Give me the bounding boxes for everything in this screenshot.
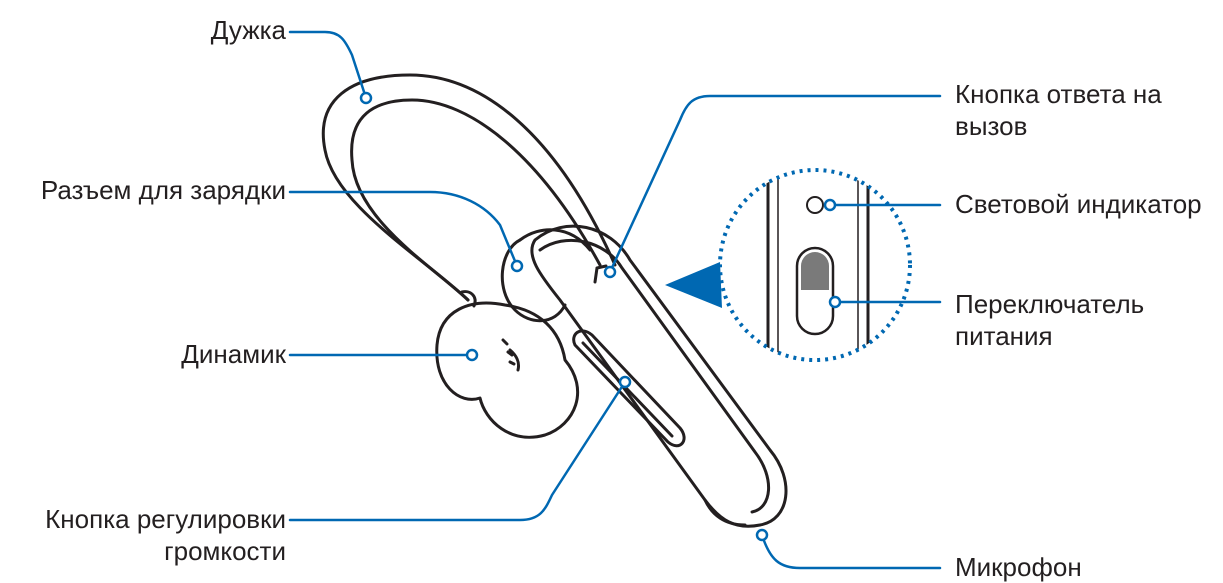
callout-dot-headband bbox=[359, 91, 373, 105]
callout-dot-answer bbox=[603, 265, 617, 279]
label-indicator-light: Световой индикатор bbox=[955, 189, 1202, 219]
callout-line-charging bbox=[288, 190, 519, 268]
label-power-switch-line1: Переключатель bbox=[955, 289, 1145, 319]
callout-dot-power bbox=[828, 295, 842, 309]
label-volume-button-line2: громкости bbox=[164, 536, 286, 566]
label-power-switch: Переключатель питания bbox=[955, 288, 1144, 352]
label-volume-button-line1: Кнопка регулировки bbox=[45, 504, 286, 534]
label-volume-button: Кнопка регулировки громкости bbox=[45, 503, 286, 567]
indicator-light-icon bbox=[806, 196, 824, 214]
callout-line-answer bbox=[608, 94, 942, 274]
ear-hook bbox=[321, 73, 617, 308]
callout-dot-volume bbox=[618, 375, 632, 389]
label-headband: Дужка bbox=[210, 15, 286, 45]
label-answer-button: Кнопка ответа на вызов bbox=[955, 78, 1162, 142]
callout-dot-speaker bbox=[465, 348, 479, 362]
label-answer-button-line2: вызов bbox=[955, 111, 1028, 141]
callout-line-microphone bbox=[760, 533, 942, 570]
volume-rocker bbox=[572, 329, 686, 448]
magnified-inset bbox=[718, 168, 912, 362]
label-answer-button-line1: Кнопка ответа на bbox=[955, 79, 1162, 109]
speaker-eargel bbox=[435, 301, 580, 439]
zoom-pointer bbox=[665, 262, 722, 308]
callout-line-headband bbox=[288, 30, 368, 100]
label-microphone: Микрофон bbox=[955, 552, 1082, 582]
callout-line-volume bbox=[288, 380, 627, 522]
answer-button-mark bbox=[593, 264, 608, 284]
callout-dot-microphone bbox=[755, 528, 769, 542]
label-speaker: Динамик bbox=[181, 339, 286, 369]
headset-body bbox=[530, 224, 788, 528]
label-power-switch-line2: питания bbox=[955, 321, 1053, 351]
callout-dot-indicator bbox=[823, 198, 837, 212]
label-charging-port: Разъем для зарядки bbox=[40, 175, 286, 205]
callout-dot-charging bbox=[510, 259, 524, 273]
power-switch-icon bbox=[795, 246, 835, 336]
